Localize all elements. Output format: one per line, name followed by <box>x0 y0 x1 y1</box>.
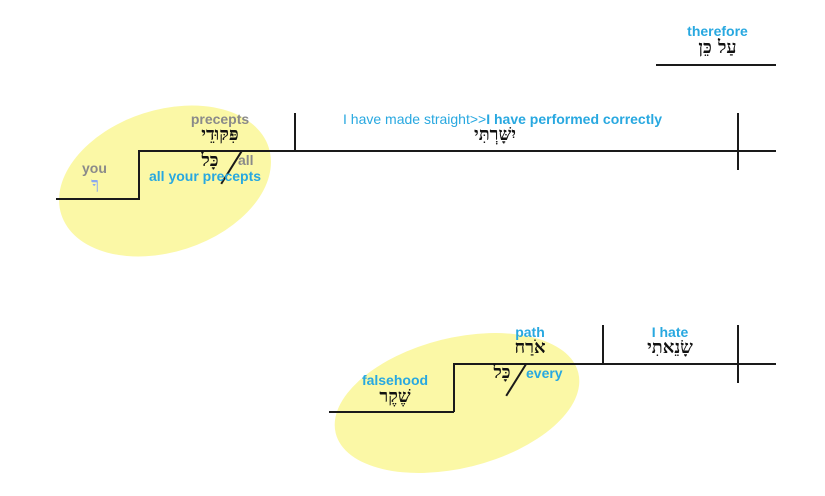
you-hebrew: ךָ <box>91 174 99 193</box>
precepts-hebrew: פִּקּוּדֵי <box>201 124 239 145</box>
you-gloss: you <box>82 160 107 176</box>
all-gloss: all <box>238 152 254 168</box>
therefore-gloss: therefore <box>687 23 748 39</box>
top-subject-verb-divider <box>737 113 739 170</box>
i-hate-hebrew: שָׂנֵאתִי <box>647 337 693 358</box>
therefore-baseline <box>656 64 776 66</box>
bottom-main-baseline <box>453 363 776 365</box>
bottom-object-baseline <box>329 411 454 413</box>
path-hebrew: אֹרַח <box>514 337 546 358</box>
falsehood-gloss: falsehood <box>361 372 429 388</box>
verb-gloss-idiomatic: I have performed correctly <box>486 111 663 127</box>
precepts-gloss: precepts <box>190 111 250 127</box>
all-hebrew: כָּל <box>201 150 219 171</box>
falsehood-hebrew: שֶׁקֶר <box>379 386 411 407</box>
bottom-object-verb-divider <box>602 325 604 364</box>
top-step-connector <box>138 150 140 199</box>
path-gloss: path <box>515 324 545 340</box>
verb-gloss-literal: I have made straight>> <box>343 111 487 127</box>
verb-hebrew-top: יִשָּׁרְתִּי <box>473 124 516 145</box>
top-object-verb-divider <box>294 113 296 151</box>
bottom-step-connector <box>453 363 455 412</box>
therefore-hebrew: עַל כֵּן <box>698 37 737 58</box>
verb-gloss-top: I have made straight>>I have performed c… <box>343 111 662 127</box>
every-gloss: every <box>526 365 563 381</box>
top-main-baseline <box>139 150 776 152</box>
all-your-precepts-gloss: all your precepts <box>149 168 262 184</box>
every-hebrew: כָּל <box>493 362 511 383</box>
i-hate-gloss: I hate <box>651 324 689 340</box>
bottom-subject-verb-divider <box>737 325 739 383</box>
top-object-baseline <box>56 198 140 200</box>
